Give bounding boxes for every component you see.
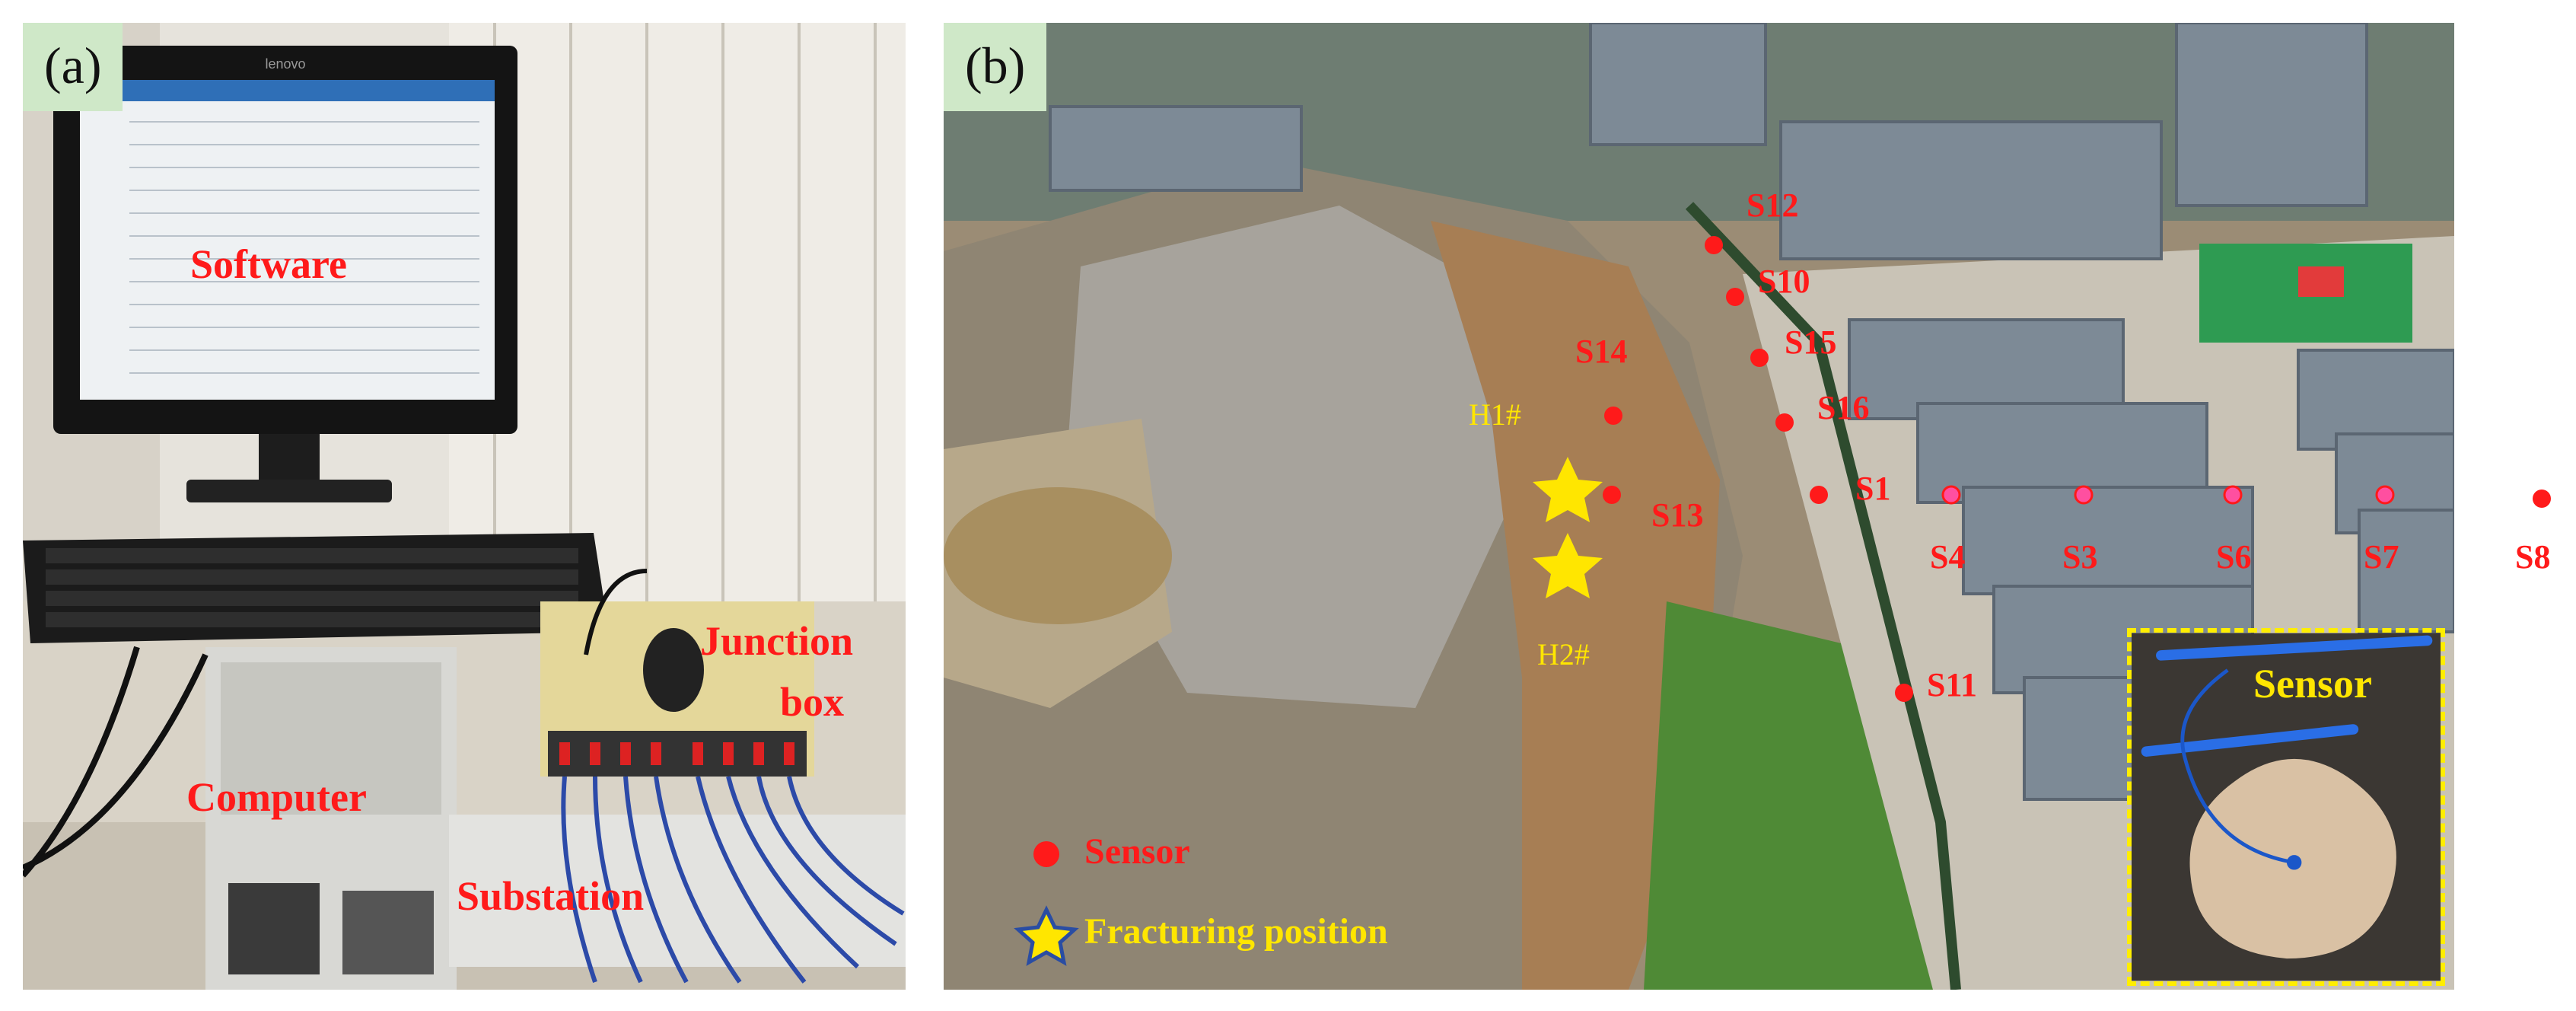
sensor-dot-s13 (1603, 486, 1621, 504)
sensor-inset: Sensor (2127, 628, 2445, 986)
legend-fracturing-label: Fracturing position (1084, 911, 1388, 952)
sensor-label-s7: S7 (2364, 538, 2399, 576)
junction-box (540, 569, 814, 777)
sensor-dot-s3 (2074, 485, 2094, 505)
monitoring-equipment-photo: lenovo (23, 23, 906, 990)
sensor-label-s16: S16 (1817, 389, 1870, 426)
computer-tower (205, 647, 457, 990)
software-label: Software (190, 241, 347, 287)
sensor-markers (1014, 236, 2395, 966)
hole-label-h1: H1# (1469, 397, 1521, 432)
inset-sensor-label: Sensor (2253, 661, 2373, 706)
panel-a-tag: (a) (23, 23, 123, 111)
hole-label-h2: H2# (1537, 637, 1590, 671)
sensor-dot-s8-outer (2533, 490, 2551, 508)
sensor-label-s12: S12 (1747, 187, 1799, 224)
fracturing-star-h1 (1533, 457, 1603, 522)
sensor-label-s10: S10 (1758, 263, 1810, 300)
panel-b-aerial-photo: (b) S12 S10 S15 S14 S (944, 23, 2454, 990)
sensor-label-s11: S11 (1927, 666, 1978, 703)
sensor-dot-s16 (1775, 413, 1794, 432)
fracturing-star-h2 (1533, 533, 1603, 598)
substation-label: Substation (457, 873, 645, 919)
panel-b-tag: (b) (944, 23, 1047, 111)
sensor-label-s15: S15 (1785, 324, 1837, 361)
sensor-inset-photo (2132, 633, 2441, 981)
sensor-dot-s14 (1604, 407, 1622, 425)
sensor-label-s14: S14 (1575, 333, 1628, 370)
sensor-label-s1: S1 (1855, 470, 1891, 507)
legend-sensor-dot (1033, 841, 1059, 867)
sensor-label-s13: S13 (1651, 496, 1704, 534)
legend-fracturing-star (1014, 905, 1079, 966)
inset-sensor-icon (2286, 855, 2302, 870)
sensor-dot-s12 (1705, 236, 1723, 254)
sensor-dot-s7 (2375, 485, 2395, 505)
junction-label-line2: box (780, 679, 845, 725)
sensor-dot-s1 (1810, 486, 1828, 504)
sensor-label-s8: S8 (2515, 538, 2551, 576)
legend-sensor-label: Sensor (1084, 831, 1190, 872)
mouse (643, 628, 704, 712)
monitor-screen (80, 80, 495, 400)
keyboard (23, 533, 609, 643)
panel-a-photo: lenovo (23, 23, 906, 990)
sensor-dot-s10 (1726, 288, 1744, 306)
computer-label: Computer (186, 774, 367, 820)
sensor-dot-s4 (1941, 485, 1961, 505)
monitor-brand: lenovo (265, 56, 305, 72)
sensor-dot-s11 (1895, 684, 1913, 702)
sensor-label-s3: S3 (2062, 538, 2098, 576)
sensor-label-s6: S6 (2216, 538, 2252, 576)
sensor-dot-s6 (2223, 485, 2243, 505)
junction-label-line1: Junction (700, 618, 854, 664)
sensor-label-s4: S4 (1930, 538, 1966, 576)
sensor-dot-s15 (1750, 349, 1769, 367)
